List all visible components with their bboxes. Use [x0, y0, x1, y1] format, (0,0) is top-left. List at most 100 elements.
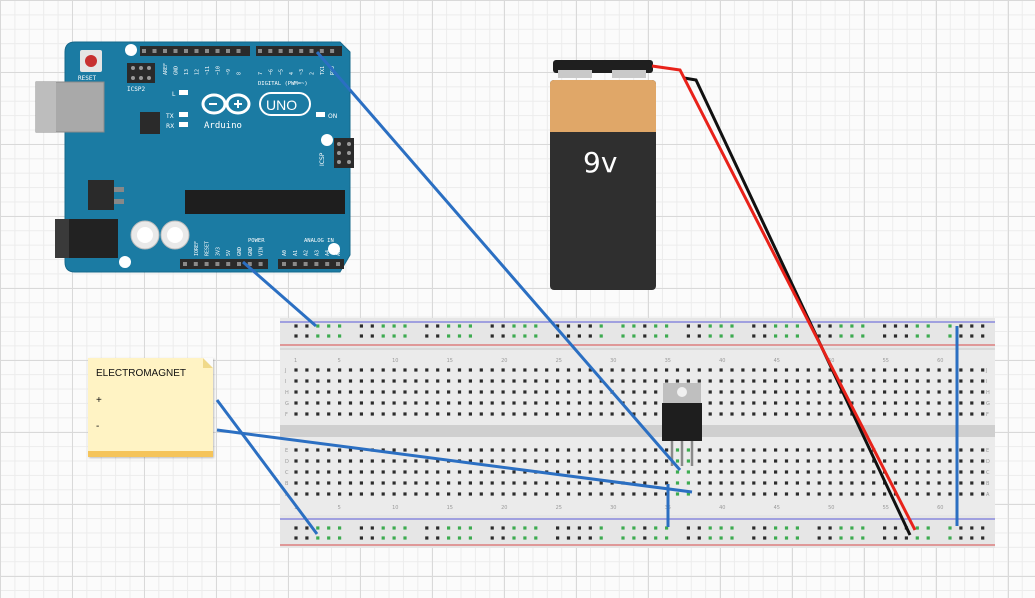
terminal-hole[interactable]: [621, 470, 625, 474]
terminal-hole[interactable]: [556, 459, 560, 463]
rail-hole[interactable]: [817, 334, 821, 338]
terminal-hole[interactable]: [719, 390, 723, 394]
terminal-hole[interactable]: [915, 379, 919, 383]
terminal-hole[interactable]: [392, 368, 396, 372]
rail-hole[interactable]: [501, 334, 505, 338]
terminal-hole[interactable]: [566, 459, 571, 463]
terminal-hole[interactable]: [381, 379, 385, 383]
rail-hole[interactable]: [468, 334, 472, 338]
rail-hole[interactable]: [719, 526, 723, 530]
terminal-hole[interactable]: [665, 448, 669, 452]
terminal-hole[interactable]: [447, 390, 451, 394]
terminal-hole[interactable]: [316, 470, 320, 474]
terminal-hole[interactable]: [316, 401, 320, 405]
rail-hole[interactable]: [577, 526, 581, 530]
terminal-hole[interactable]: [457, 481, 462, 485]
rail-hole[interactable]: [425, 526, 429, 530]
terminal-hole[interactable]: [654, 459, 658, 463]
terminal-hole[interactable]: [643, 412, 647, 416]
terminal-hole[interactable]: [457, 470, 462, 474]
terminal-hole[interactable]: [686, 492, 690, 496]
voltage-regulator[interactable]: [662, 383, 702, 466]
rail-hole[interactable]: [948, 334, 952, 338]
terminal-hole[interactable]: [839, 401, 843, 405]
rail-hole[interactable]: [621, 334, 625, 338]
terminal-hole[interactable]: [370, 390, 374, 394]
terminal-hole[interactable]: [523, 368, 527, 372]
rail-hole[interactable]: [719, 536, 723, 540]
terminal-hole[interactable]: [621, 379, 625, 383]
terminal-hole[interactable]: [981, 401, 985, 405]
terminal-hole[interactable]: [566, 379, 571, 383]
rail-hole[interactable]: [359, 334, 363, 338]
terminal-hole[interactable]: [381, 401, 385, 405]
terminal-hole[interactable]: [425, 390, 429, 394]
rail-hole[interactable]: [403, 526, 407, 530]
terminal-hole[interactable]: [774, 459, 778, 463]
rail-hole[interactable]: [817, 324, 821, 328]
rail-hole[interactable]: [534, 334, 538, 338]
header-pin[interactable]: [336, 262, 340, 266]
rail-hole[interactable]: [403, 324, 407, 328]
terminal-hole[interactable]: [763, 459, 767, 463]
wire-arduino-pin2-to-regulator[interactable]: [315, 51, 682, 471]
terminal-hole[interactable]: [370, 412, 374, 416]
terminal-hole[interactable]: [654, 470, 658, 474]
terminal-hole[interactable]: [904, 492, 908, 496]
terminal-hole[interactable]: [545, 401, 549, 405]
rail-hole[interactable]: [665, 334, 669, 338]
rail-hole[interactable]: [381, 526, 385, 530]
terminal-hole[interactable]: [763, 492, 767, 496]
terminal-hole[interactable]: [654, 492, 658, 496]
rail-hole[interactable]: [392, 526, 396, 530]
terminal-hole[interactable]: [730, 401, 734, 405]
rail-hole[interactable]: [752, 526, 756, 530]
terminal-hole[interactable]: [926, 492, 930, 496]
terminal-hole[interactable]: [338, 379, 342, 383]
terminal-hole[interactable]: [632, 470, 636, 474]
terminal-hole[interactable]: [370, 368, 374, 372]
terminal-hole[interactable]: [926, 412, 930, 416]
terminal-hole[interactable]: [719, 401, 723, 405]
terminal-hole[interactable]: [763, 448, 767, 452]
terminal-hole[interactable]: [893, 481, 898, 485]
rail-hole[interactable]: [915, 334, 919, 338]
terminal-hole[interactable]: [741, 459, 745, 463]
header-pin[interactable]: [204, 262, 209, 266]
terminal-hole[interactable]: [512, 481, 516, 485]
rail-hole[interactable]: [654, 536, 658, 540]
rail-hole[interactable]: [523, 324, 527, 328]
rail-hole[interactable]: [774, 536, 778, 540]
terminal-hole[interactable]: [294, 448, 298, 452]
terminal-hole[interactable]: [545, 459, 549, 463]
terminal-hole[interactable]: [523, 470, 527, 474]
rail-hole[interactable]: [839, 324, 843, 328]
terminal-hole[interactable]: [817, 412, 821, 416]
terminal-hole[interactable]: [643, 470, 647, 474]
terminal-hole[interactable]: [348, 448, 353, 452]
rail-hole[interactable]: [828, 526, 832, 530]
terminal-hole[interactable]: [534, 379, 538, 383]
terminal-hole[interactable]: [970, 368, 974, 372]
terminal-hole[interactable]: [338, 390, 342, 394]
header-pin[interactable]: [330, 49, 335, 53]
terminal-hole[interactable]: [817, 379, 821, 383]
terminal-hole[interactable]: [501, 368, 505, 372]
rail-hole[interactable]: [708, 526, 712, 530]
terminal-hole[interactable]: [414, 379, 418, 383]
rail-hole[interactable]: [621, 324, 625, 328]
terminal-hole[interactable]: [959, 448, 963, 452]
terminal-hole[interactable]: [741, 492, 745, 496]
terminal-hole[interactable]: [610, 448, 614, 452]
terminal-hole[interactable]: [861, 412, 865, 416]
terminal-hole[interactable]: [359, 481, 363, 485]
terminal-hole[interactable]: [545, 492, 549, 496]
terminal-hole[interactable]: [850, 390, 854, 394]
rail-hole[interactable]: [893, 526, 898, 530]
terminal-hole[interactable]: [686, 448, 690, 452]
terminal-hole[interactable]: [872, 470, 876, 474]
rail-hole[interactable]: [643, 536, 647, 540]
terminal-hole[interactable]: [937, 401, 941, 405]
rail-hole[interactable]: [447, 526, 451, 530]
